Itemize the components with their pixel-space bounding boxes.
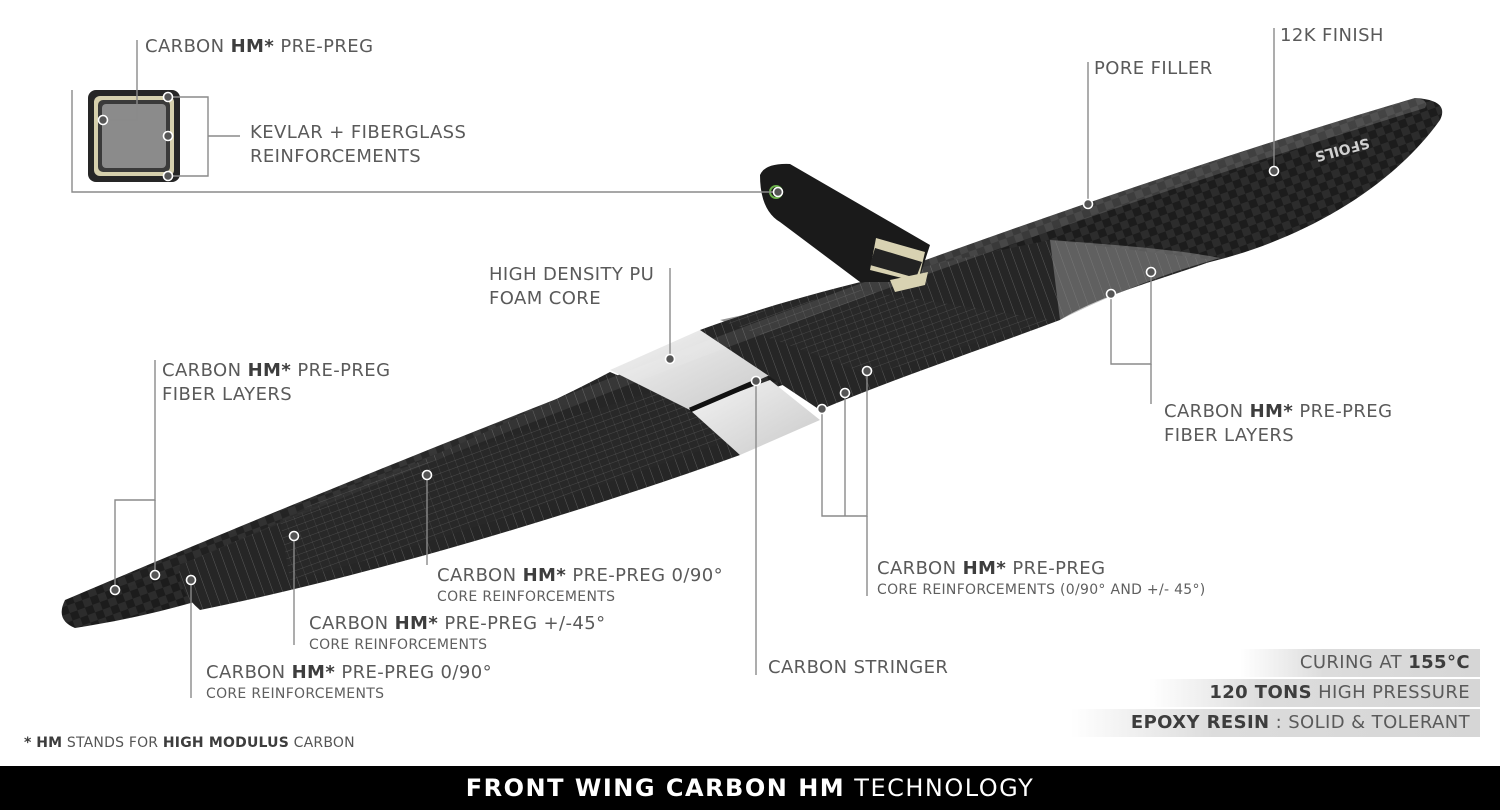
leader-lines [71,28,1275,698]
callout-dot [1145,266,1157,278]
label-pore-filler: PORE FILLER [1094,58,1213,79]
callout-dot [109,584,121,596]
spec-pressure: 120 TONS HIGH PRESSURE [1149,679,1480,707]
callout-dot [816,403,828,415]
label-core-090-bottom: CARBON HM* PRE-PREG 0/90° CORE REINFORCE… [206,662,492,702]
label-core-45: CARBON HM* PRE-PREG +/-45° CORE REINFORC… [309,613,606,653]
title-banner: FRONT WING CARBON HM TECHNOLOGY [0,766,1500,810]
callout-dot [1105,288,1117,300]
callout-dot [839,387,851,399]
label-12k-finish: 12K FINISH [1280,25,1384,46]
label-carbon-stringer: CARBON STRINGER [768,657,949,678]
callout-dot [772,186,784,198]
callout-dot [162,170,174,182]
callout-dot [664,353,676,365]
label-core-090-top: CARBON HM* PRE-PREG 0/90° CORE REINFORCE… [437,565,723,605]
callout-dot [288,530,300,542]
callout-dot [162,91,174,103]
callout-dot [162,130,174,142]
fuselage-stem [760,163,930,292]
footnote: * HM STANDS FOR HIGH MODULUS CARBON [24,735,355,751]
callout-dot [185,574,197,586]
callout-dots [97,91,1280,596]
callout-dot [861,365,873,377]
callout-dot [421,469,433,481]
label-carbon-prepreg-layup: CARBON HM* PRE-PREG [145,36,374,57]
spec-resin: EPOXY RESIN : SOLID & TOLERANT [1070,709,1480,737]
spec-curing: CURING AT 155°C [1239,649,1480,677]
callout-dot [750,375,762,387]
callout-dot [1082,198,1094,210]
callout-dot [1268,165,1280,177]
wing-body [61,98,1443,628]
callout-dot [149,569,161,581]
label-core-mixed: CARBON HM* PRE-PREG CORE REINFORCEMENTS … [877,558,1206,598]
callout-dot [97,114,109,126]
